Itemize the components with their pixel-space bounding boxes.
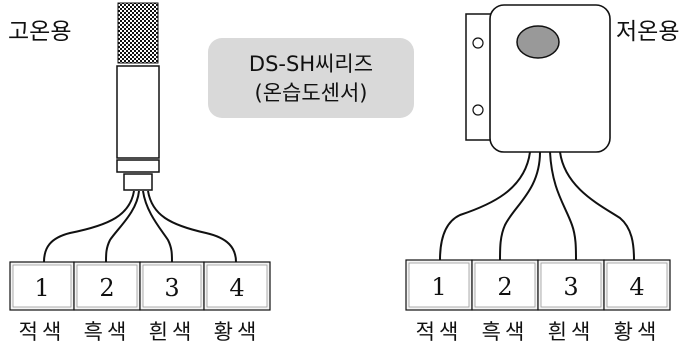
left-terminal-2: 2: [73, 261, 141, 311]
sensor-probe-collar: [116, 159, 160, 173]
terminal-number: 3: [563, 273, 578, 301]
color-label: 적색: [19, 320, 66, 344]
right-terminal-block: 1 2 3 4: [405, 259, 671, 311]
low-temp-label: 저온용: [616, 19, 679, 45]
wire-black: [499, 151, 541, 261]
wire-white: [142, 190, 173, 263]
sensor-mesh-filter: [117, 2, 159, 64]
right-terminal-1: 1: [405, 259, 473, 311]
right-color-labels: 적색 흑색 흰색 황색: [416, 320, 661, 344]
high-temp-label: 고온용: [8, 19, 71, 45]
terminal-number: 2: [99, 274, 114, 302]
wire-yellow: [147, 190, 237, 263]
terminal-number: 4: [629, 273, 644, 301]
badge-line-2: (온습도센서): [255, 81, 368, 105]
series-badge: DS-SH씨리즈 (온습도센서): [208, 38, 414, 118]
left-terminal-4: 4: [203, 261, 271, 311]
high-temp-sensor: [116, 2, 160, 191]
left-terminal-3: 3: [139, 261, 205, 311]
terminal-number: 2: [497, 273, 512, 301]
right-terminal-2: 2: [471, 259, 539, 311]
wire-red: [439, 151, 531, 261]
mounting-hole-bottom: [472, 104, 484, 116]
high-temp-wires: [43, 190, 237, 263]
right-terminal-3: 3: [537, 259, 605, 311]
sensor-cable-gland: [123, 173, 153, 191]
sensor-housing: [489, 4, 611, 153]
terminal-number: 3: [164, 274, 179, 302]
terminal-number: 1: [431, 273, 446, 301]
left-terminal-block: 1 2 3 4: [9, 261, 271, 311]
left-terminal-1: 1: [9, 261, 75, 311]
mounting-hole-top: [472, 37, 484, 49]
wire-yellow: [559, 151, 635, 261]
badge-line-1: DS-SH씨리즈: [249, 52, 373, 76]
right-terminal-4: 4: [603, 259, 671, 311]
terminal-number: 1: [34, 274, 49, 302]
color-label: 황색: [614, 320, 661, 344]
wire-red: [43, 190, 135, 263]
wire-black: [105, 190, 140, 263]
sensor-window: [516, 25, 560, 59]
color-label: 흰색: [149, 320, 196, 344]
color-label: 흑색: [482, 320, 529, 344]
low-temp-sensor: [465, 4, 611, 153]
terminal-number: 4: [229, 274, 244, 302]
color-label: 흑색: [84, 320, 131, 344]
color-label: 적색: [416, 320, 463, 344]
wire-white: [549, 151, 577, 261]
sensor-probe-body: [116, 65, 160, 159]
low-temp-wires: [439, 151, 635, 261]
color-label: 황색: [214, 320, 261, 344]
color-label: 흰색: [548, 320, 595, 344]
left-color-labels: 적색 흑색 흰색 황색: [19, 320, 261, 344]
